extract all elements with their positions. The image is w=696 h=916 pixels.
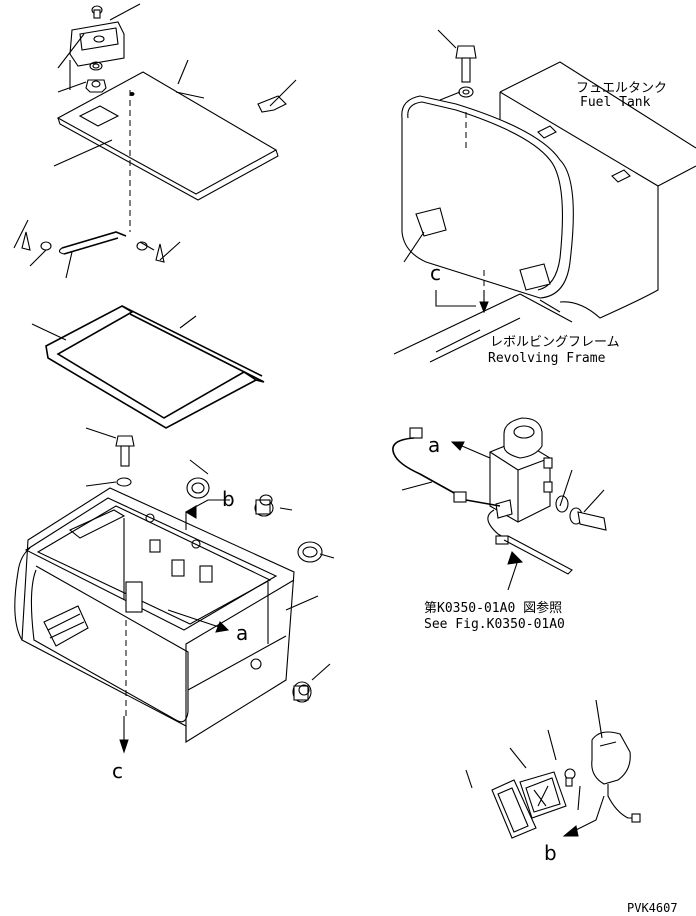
fuel-tank-label-jp: フュエルタンク xyxy=(576,81,667,96)
see-fig-label-jp: 第K0350-01A0 図参照 xyxy=(424,600,562,616)
fuel-tank xyxy=(499,61,696,319)
lamp-lens xyxy=(519,771,567,819)
hinge-pin-assembly xyxy=(13,219,181,279)
leader-lines-top xyxy=(57,33,87,93)
arrow-b-lamp xyxy=(575,795,605,831)
washer-lock xyxy=(89,61,103,71)
lid-plate xyxy=(56,71,279,232)
battery-box xyxy=(14,487,295,743)
nut xyxy=(85,79,107,93)
callout-b-lamp: b xyxy=(544,841,557,865)
battery-switch xyxy=(489,417,553,523)
plug-2 xyxy=(292,681,312,703)
wiring-harness xyxy=(392,427,573,575)
rubber-seal xyxy=(31,305,265,429)
lamp-bulb xyxy=(564,768,581,811)
arrow-b-box xyxy=(185,499,230,530)
see-fig-label-en: See Fig.K0350-01A0 xyxy=(424,617,565,632)
drawing-code: PVK4607 xyxy=(627,901,678,915)
arrow-a-top xyxy=(461,445,491,459)
callout-c-tank: c xyxy=(430,261,441,285)
lamp-housing xyxy=(591,731,641,823)
box-bolt xyxy=(85,427,135,487)
switch-key xyxy=(555,495,607,531)
cover-hinge-part xyxy=(69,5,125,67)
battery-cover-side xyxy=(401,95,574,312)
revolving-frame xyxy=(393,293,573,363)
fuel-tank-label-en: Fuel Tank xyxy=(580,95,651,110)
callout-b-box: b xyxy=(222,487,235,511)
callout-a-top: a xyxy=(428,433,440,457)
lamp-lens-frame xyxy=(491,779,537,839)
grommet-1 xyxy=(186,477,210,499)
plug-1 xyxy=(254,494,274,517)
revolving-frame-label-en: Revolving Frame xyxy=(488,351,606,366)
callout-c-box: c xyxy=(112,759,123,783)
callout-a-box: a xyxy=(236,621,248,645)
revolving-frame-label-jp: レボルビングフレーム xyxy=(490,335,620,350)
tank-bolt xyxy=(437,29,477,101)
arrow-c-tank xyxy=(435,290,476,307)
grommet-2 xyxy=(297,541,323,563)
